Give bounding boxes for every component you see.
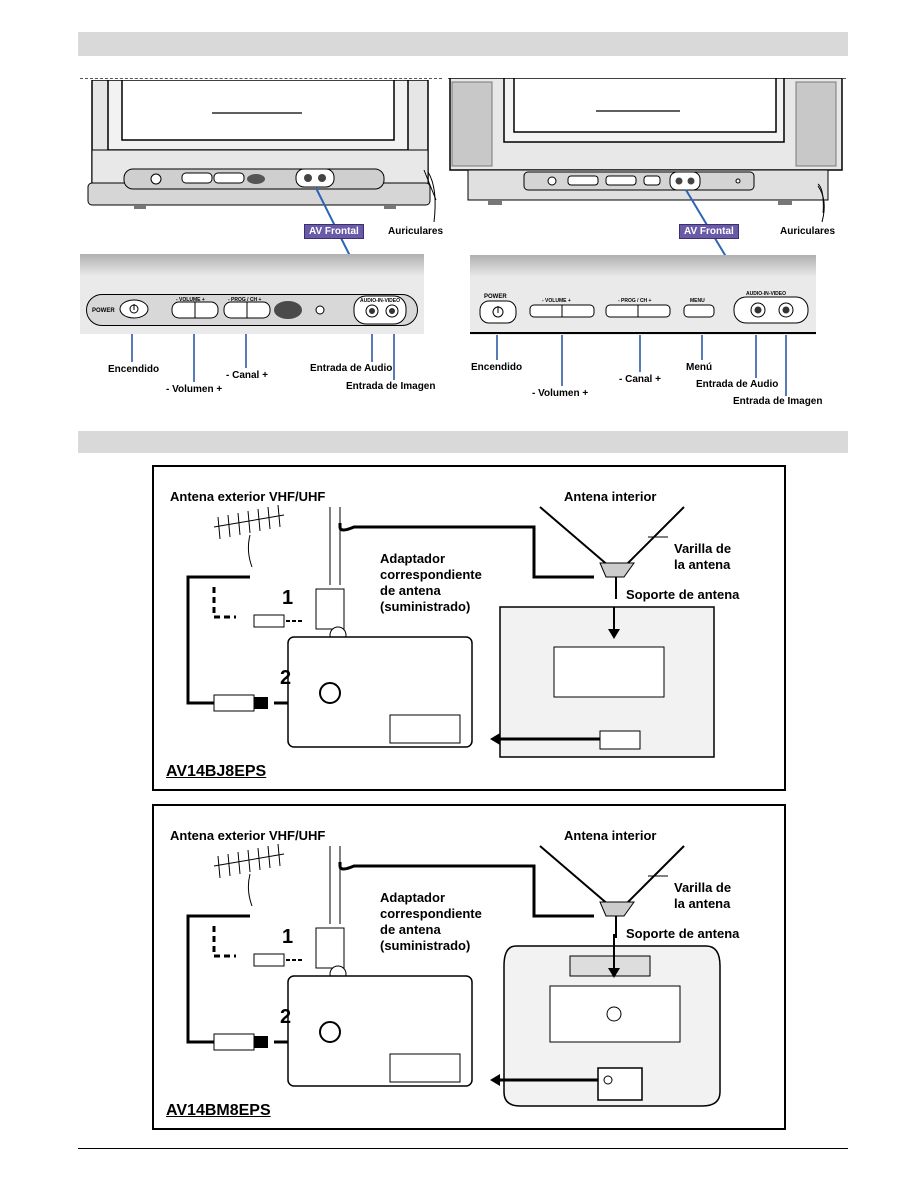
entrada-audio-label-right: Entrada de Audio xyxy=(696,379,779,390)
canal-label-right: - Canal + xyxy=(619,374,661,385)
varilla-label-1a: Varilla de xyxy=(674,541,732,556)
varilla-label-1b: la antena xyxy=(674,557,731,572)
volumen-label-right: - Volumen + xyxy=(532,388,589,399)
encendido-label-right: Encendido xyxy=(471,362,523,373)
panel-right-power-text: POWER xyxy=(484,294,507,300)
soporte-label-2: Soporte de antena xyxy=(626,926,740,941)
av-frontal-tag-left: AV Frontal xyxy=(304,224,364,239)
step1-label-2: 1 xyxy=(282,926,294,948)
step2-label-2: 2 xyxy=(280,1006,292,1028)
panel-left-volume-text: - VOLUME + xyxy=(176,297,205,303)
dashed-divider-left xyxy=(80,78,442,79)
tv-front-right-illustration xyxy=(449,78,843,213)
av-frontal-tag-right: AV Frontal xyxy=(679,224,739,239)
auriculares-label-right: Auriculares xyxy=(780,226,836,237)
antenna-diagram-bottom: Antena exterior VHF/UHF Antena interior … xyxy=(152,804,786,1130)
antena-interior-label-2: Antena interior xyxy=(564,828,657,843)
step1-label-1: 1 xyxy=(282,587,294,609)
auriculares-label-left: Auriculares xyxy=(388,226,444,237)
varilla-label-2b: la antena xyxy=(674,896,731,911)
adaptador-label-2a: Adaptador xyxy=(380,890,445,905)
panel-left-power-text: POWER xyxy=(92,308,115,314)
adaptador-label-1a: Adaptador xyxy=(380,551,445,566)
entrada-imagen-label-right: Entrada de Imagen xyxy=(733,396,823,407)
menu-label-right: Menú xyxy=(686,362,713,373)
canal-label-left: - Canal + xyxy=(226,370,268,381)
antena-exterior-label-2: Antena exterior VHF/UHF xyxy=(170,828,326,843)
model-label-bottom: AV14BM8EPS xyxy=(166,1102,271,1119)
adaptador-label-1c: de antena xyxy=(380,583,441,598)
antenna-diagram-top: Antena exterior VHF/UHF Antena interior … xyxy=(152,465,786,791)
footer-rule xyxy=(78,1148,848,1149)
antena-exterior-label-1: Antena exterior VHF/UHF xyxy=(170,489,326,504)
encendido-label-left: Encendido xyxy=(108,364,160,375)
section-bar-top xyxy=(78,32,848,56)
control-panel-right: POWER - VOLUME + - PROG / CH + MENU AUDI… xyxy=(470,255,816,335)
adaptador-label-1b: correspondiente xyxy=(380,567,482,582)
section-bar-middle xyxy=(78,431,848,453)
panel-right-av-text: AUDIO-IN-VIDEO xyxy=(746,291,786,297)
adaptador-label-2b: correspondiente xyxy=(380,906,482,921)
volumen-label-left: - Volumen + xyxy=(166,384,223,395)
panel-left-av-text: AUDIO-IN-VIDEO xyxy=(360,298,400,304)
panel-right-prog-text: - PROG / CH + xyxy=(618,298,652,304)
step2-label-1: 2 xyxy=(280,667,292,689)
panel-right-menu-text: MENU xyxy=(690,298,705,304)
entrada-audio-label-left: Entrada de Audio xyxy=(310,363,393,374)
panel-right-volume-text: - VOLUME + xyxy=(542,298,571,304)
antena-interior-label-1: Antena interior xyxy=(564,489,657,504)
adaptador-label-2d: (suministrado) xyxy=(380,938,471,953)
panel-left-prog-text: - PROG / CH + xyxy=(228,297,262,303)
tv-front-left-illustration xyxy=(87,80,437,209)
adaptador-label-2c: de antena xyxy=(380,922,441,937)
varilla-label-2a: Varilla de xyxy=(674,880,732,895)
leader-lines xyxy=(131,171,825,396)
control-panel-left: POWER - VOLUME + - PROG / CH + AUDIO-IN-… xyxy=(80,254,424,334)
adaptador-label-1d: (suministrado) xyxy=(380,599,471,614)
model-label-top: AV14BJ8EPS xyxy=(166,763,267,780)
entrada-imagen-label-left: Entrada de Imagen xyxy=(346,381,436,392)
soporte-label-1: Soporte de antena xyxy=(626,587,740,602)
